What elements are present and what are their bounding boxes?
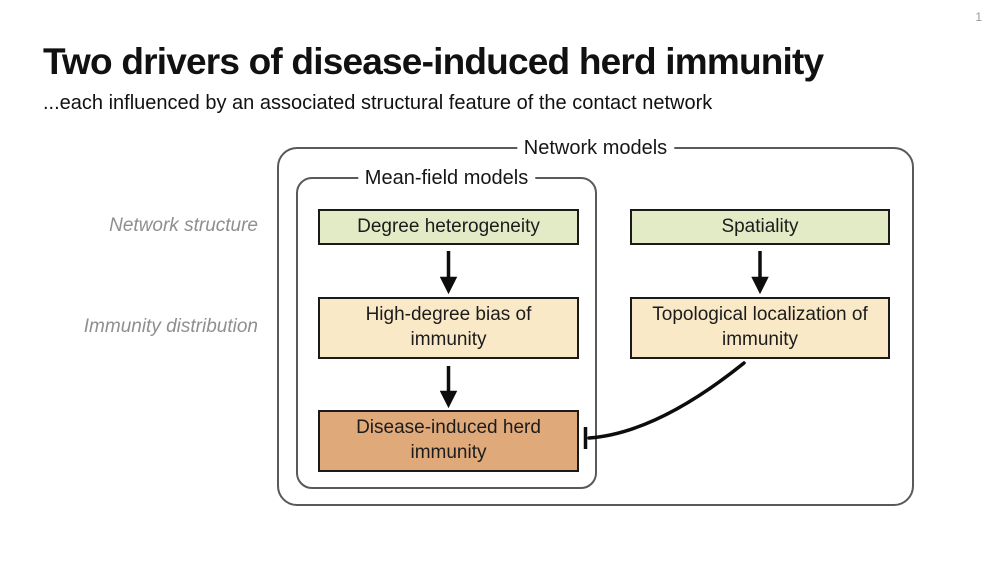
node-topological-localization-of-immunity: Topological localization of immunity <box>630 297 890 359</box>
slide-title: Two drivers of disease-induced herd immu… <box>43 41 824 82</box>
node-high-degree-bias-of-immunity: High-degree bias of immunity <box>318 297 579 359</box>
slide-subtitle: ...each influenced by an associated stru… <box>43 92 713 114</box>
node-disease-induced-herd-immunity: Disease-induced herd immunity <box>318 410 579 472</box>
group-label-mean-field-models: Mean-field models <box>357 164 536 192</box>
node-degree-heterogeneity: Degree heterogeneity <box>318 209 579 245</box>
node-spatiality: Spatiality <box>630 209 890 245</box>
group-label-network-models: Network models <box>516 134 675 162</box>
group-mean-field-models: Mean-field models <box>296 164 597 489</box>
page-number: 1 <box>975 10 982 24</box>
row-label-network-structure: Network structure <box>109 215 258 236</box>
row-label-immunity-distribution: Immunity distribution <box>83 316 258 337</box>
group-network-models: Network models <box>277 134 914 506</box>
